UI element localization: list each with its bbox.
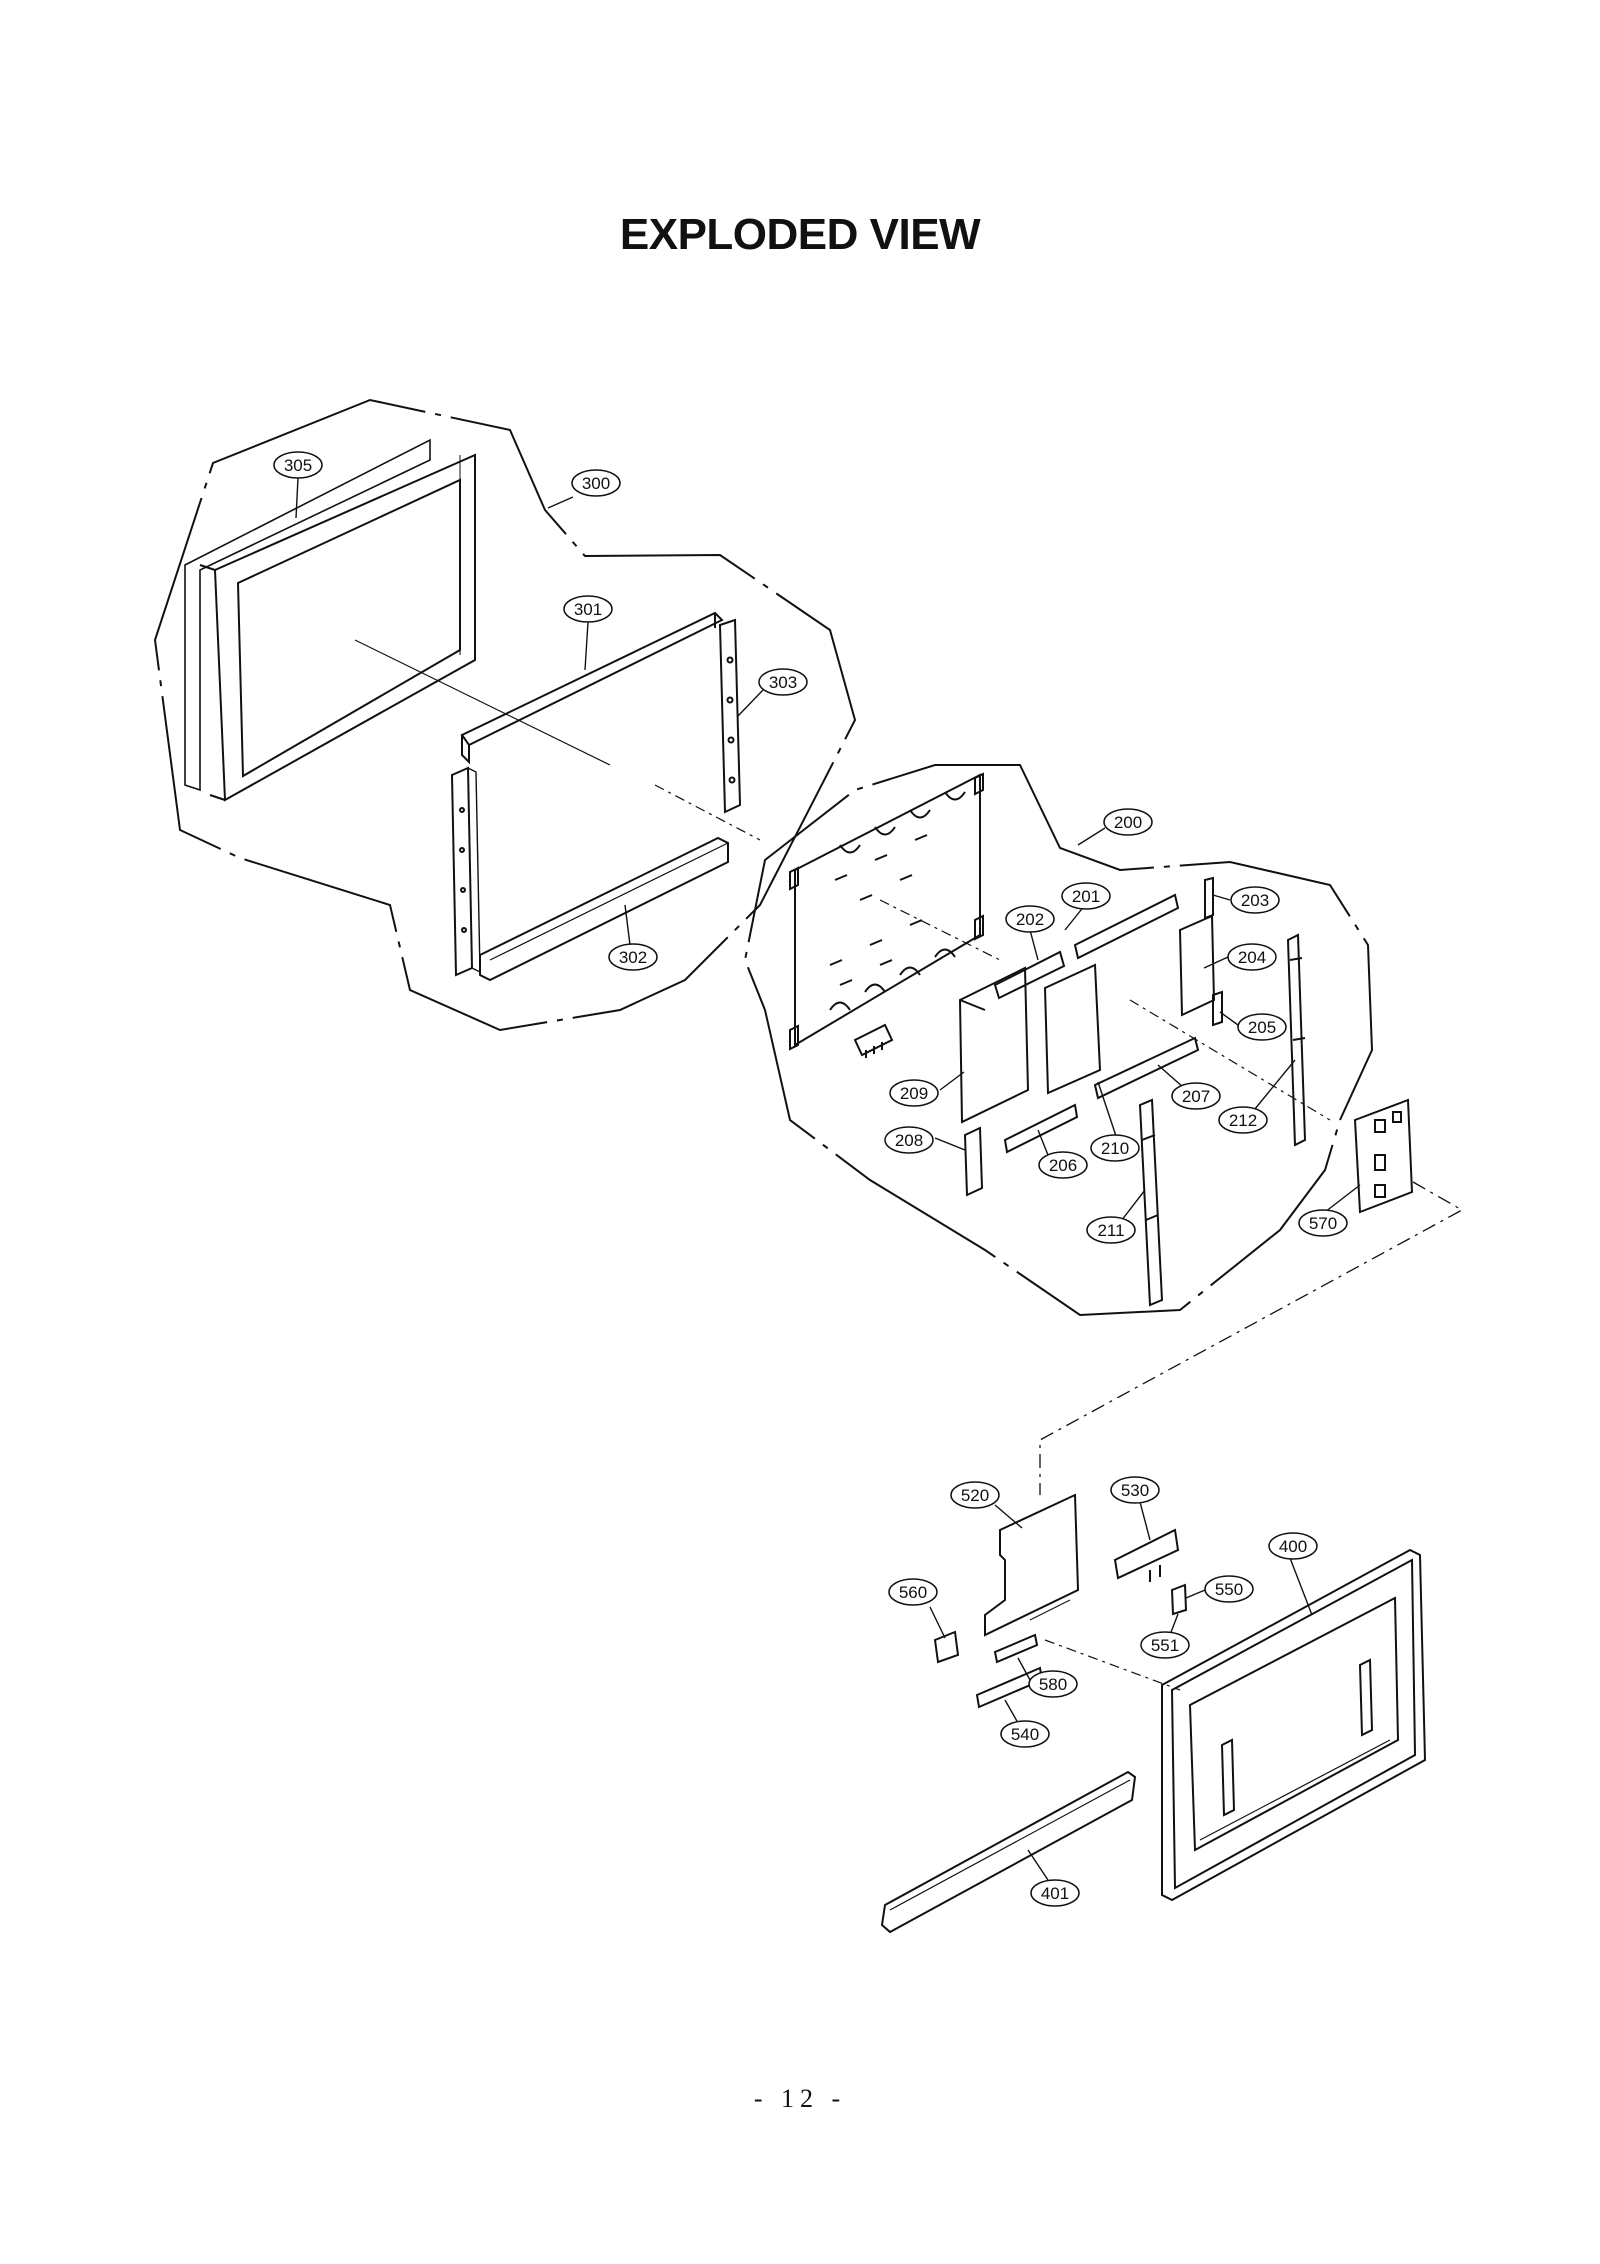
part-520-board	[984, 1493, 1080, 1637]
callout-206-label: 206	[1049, 1156, 1077, 1175]
part-209-board	[958, 966, 1030, 1124]
callout-301-label: 301	[574, 600, 602, 619]
part-530-component	[1113, 1528, 1180, 1582]
part-206-bar	[1003, 1103, 1079, 1154]
callout-550: 550	[1204, 1575, 1254, 1603]
callout-210: 210	[1090, 1134, 1140, 1162]
group-300-boundary	[153, 398, 857, 1032]
part-211-bracket	[1138, 1098, 1164, 1307]
part-401-stand	[880, 1770, 1137, 1934]
callout-207: 207	[1171, 1082, 1221, 1110]
callout-208: 208	[884, 1126, 934, 1154]
callout-302: 302	[608, 943, 658, 971]
callout-303: 303	[758, 668, 808, 696]
callout-550-label: 550	[1215, 1580, 1243, 1599]
callout-203: 203	[1230, 886, 1280, 914]
part-202-board	[993, 950, 1066, 1000]
part-301-top-bracket	[460, 611, 724, 765]
callout-580: 580	[1028, 1670, 1078, 1698]
callout-212: 212	[1218, 1106, 1268, 1134]
callout-200-label: 200	[1114, 813, 1142, 832]
part-203-bracket	[1204, 876, 1214, 920]
part-560-component	[933, 1630, 960, 1664]
callout-551: 551	[1140, 1631, 1190, 1659]
callout-212-label: 212	[1229, 1111, 1257, 1130]
page-number: - 12 -	[753, 2084, 847, 2113]
callout-560-label: 560	[899, 1583, 927, 1602]
callout-203-label: 203	[1241, 891, 1269, 910]
callout-540: 540	[1000, 1720, 1050, 1748]
callout-210-label: 210	[1101, 1139, 1129, 1158]
callout-211: 211	[1086, 1216, 1136, 1244]
callout-202-label: 202	[1016, 910, 1044, 929]
callout-580-label: 580	[1039, 1675, 1067, 1694]
callout-300-label: 300	[582, 474, 610, 493]
part-212-bracket	[1286, 933, 1307, 1147]
callout-400: 400	[1268, 1532, 1318, 1560]
callout-201: 201	[1061, 882, 1111, 910]
callout-570: 570	[1298, 1209, 1348, 1237]
callout-206: 206	[1038, 1151, 1088, 1179]
part-570-board	[1353, 1098, 1414, 1214]
callout-201-label: 201	[1072, 887, 1100, 906]
callout-401-label: 401	[1041, 1884, 1069, 1903]
callout-530-label: 530	[1121, 1481, 1149, 1500]
callout-400-label: 400	[1279, 1537, 1307, 1556]
part-205-bracket	[1212, 990, 1223, 1027]
callout-520: 520	[950, 1481, 1000, 1509]
callout-551-label: 551	[1151, 1636, 1179, 1655]
callout-204: 204	[1227, 943, 1277, 971]
part-left-side-bracket	[450, 766, 481, 977]
part-305-front-frame	[184, 438, 476, 802]
callout-207-label: 207	[1182, 1087, 1210, 1106]
callout-200: 200	[1103, 808, 1153, 836]
page-title: EXPLODED VIEW	[619, 210, 981, 259]
part-550-component	[1170, 1583, 1188, 1616]
part-main-chassis-plate	[789, 772, 984, 1058]
callout-211-label: 211	[1097, 1221, 1124, 1240]
part-210-board	[1043, 963, 1102, 1095]
callout-205: 205	[1237, 1013, 1287, 1041]
callout-305: 305	[273, 451, 323, 479]
callout-204-label: 204	[1238, 948, 1266, 967]
callout-208-label: 208	[895, 1131, 923, 1150]
callout-301: 301	[563, 595, 613, 623]
part-580-connector	[993, 1633, 1039, 1664]
part-208-bracket	[963, 1126, 984, 1197]
part-400-rear-cover	[1161, 1548, 1427, 1902]
callout-209: 209	[889, 1079, 939, 1107]
group-200-boundary	[743, 764, 1374, 1317]
callout-205-label: 205	[1248, 1018, 1276, 1037]
callout-520-label: 520	[961, 1486, 989, 1505]
callout-401: 401	[1030, 1879, 1080, 1907]
callout-530: 530	[1110, 1476, 1160, 1504]
callout-302-label: 302	[619, 948, 647, 967]
callout-303-label: 303	[769, 673, 797, 692]
callout-305-label: 305	[284, 456, 312, 475]
callout-570-label: 570	[1309, 1214, 1337, 1233]
part-207-bar	[1093, 1036, 1200, 1100]
callout-209-label: 209	[900, 1084, 928, 1103]
callout-560: 560	[888, 1578, 938, 1606]
part-302-bottom-bracket	[479, 836, 729, 982]
part-303-side-bracket	[718, 618, 742, 814]
part-201-board	[1073, 893, 1180, 960]
callout-300: 300	[571, 469, 621, 497]
callout-540-label: 540	[1011, 1725, 1039, 1744]
callout-202: 202	[1005, 905, 1055, 933]
